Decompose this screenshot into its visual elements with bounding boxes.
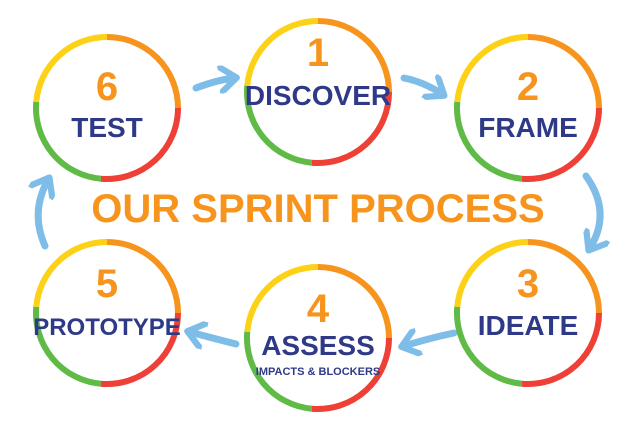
step-label: PROTOTYPE [33, 314, 181, 341]
step-assess: 4 ASSESS IMPACTS & BLOCKERS [256, 287, 380, 378]
ring-segment-orange [317, 18, 392, 93]
step-discover: 1 DISCOVER [245, 31, 391, 111]
arrow-prototype-to-test [38, 180, 48, 250]
ring-segment-yellow [244, 264, 319, 333]
ring-test [33, 34, 181, 182]
ring-segment-green [454, 306, 523, 387]
ring-segment-red [311, 91, 392, 166]
ring-segment-yellow [454, 239, 529, 308]
step-test: 6 TEST [71, 65, 143, 143]
step-label: ASSESS [261, 330, 375, 361]
ring-segment-orange [317, 264, 392, 339]
ring-segment-red [100, 312, 181, 387]
ring-segment-orange [106, 34, 181, 109]
step-frame: 2 FRAME [478, 65, 578, 143]
ring-segment-green [244, 85, 313, 166]
arrow-test-to-discover [192, 78, 234, 88]
step-number: 6 [96, 65, 118, 109]
ring-segment-red [311, 337, 392, 412]
ring-segment-yellow [33, 239, 108, 308]
ring-frame [454, 34, 602, 182]
ring-prototype [33, 239, 181, 387]
step-label: FRAME [478, 112, 578, 143]
ring-segment-yellow [454, 34, 529, 103]
step-prototype: 5 PROTOTYPE [33, 262, 181, 341]
ring-segment-orange [106, 239, 181, 314]
step-number: 3 [517, 262, 539, 306]
step-number: 4 [307, 287, 330, 331]
step-rings [33, 18, 602, 412]
step-label: TEST [71, 112, 143, 143]
ring-segment-red [521, 312, 602, 387]
ring-segment-red [100, 107, 181, 182]
ring-segment-orange [527, 34, 602, 109]
step-sublabel: IMPACTS & BLOCKERS [256, 366, 380, 378]
step-ideate: 3 IDEATE [478, 262, 579, 341]
ring-segment-red [521, 107, 602, 182]
ring-segment-green [33, 306, 102, 387]
ring-segment-green [244, 331, 313, 412]
ring-discover [244, 18, 392, 166]
step-label: DISCOVER [245, 80, 391, 111]
ring-ideate [454, 239, 602, 387]
diagram-title: OUR SPRINT PROCESS [91, 187, 544, 231]
ring-segment-yellow [244, 18, 319, 87]
ring-segment-yellow [33, 34, 108, 103]
step-number: 1 [307, 31, 329, 75]
arrow-ideate-to-assess [404, 333, 458, 346]
ring-segment-orange [527, 239, 602, 314]
arrow-assess-to-prototype [190, 332, 240, 344]
step-number: 5 [96, 262, 118, 306]
flow-arrows [38, 78, 600, 346]
arrow-discover-to-frame [400, 78, 442, 94]
ring-segment-green [454, 101, 523, 182]
ring-assess [244, 264, 392, 412]
step-label: IDEATE [478, 310, 579, 341]
ring-segment-green [33, 101, 102, 182]
arrow-frame-to-ideate [582, 172, 600, 248]
step-number: 2 [517, 65, 539, 109]
